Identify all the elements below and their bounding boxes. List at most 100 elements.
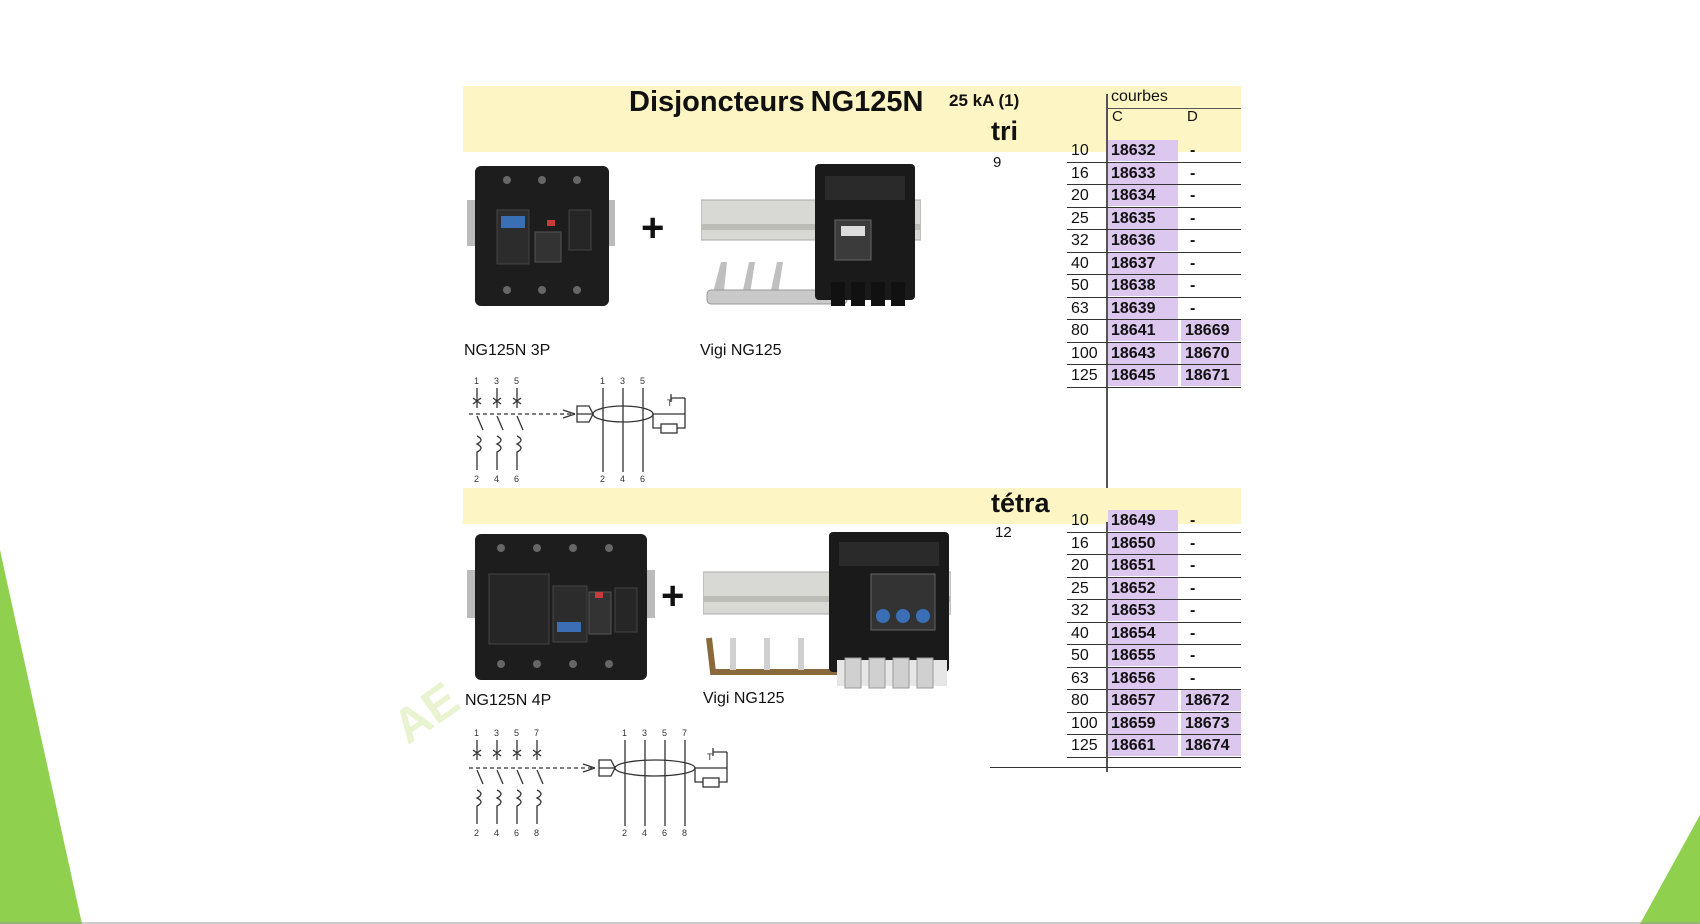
ref-d: - [1190, 209, 1196, 227]
amperage: 125 [1071, 367, 1098, 384]
terminal-bottom-6: 6 [514, 474, 519, 484]
ref-d: - [1190, 602, 1196, 619]
amperage: 50 [1071, 647, 1089, 664]
terminal-bottom-2: 2 [474, 828, 479, 838]
ref-d: - [1190, 647, 1196, 664]
ref-d: - [1190, 299, 1196, 317]
amperage: 80 [1071, 322, 1089, 339]
amperage: 25 [1071, 209, 1089, 227]
breaker-caption-tri: NG125N 3P [464, 342, 551, 359]
ref-d: - [1190, 277, 1196, 294]
column-c-header: C [1112, 108, 1123, 125]
ref-d: 18671 [1181, 365, 1241, 386]
vigi-module-image-tri [701, 164, 921, 306]
ref-d: 18670 [1181, 342, 1241, 364]
amperage: 16 [1071, 164, 1089, 182]
title-model: NG125N [810, 86, 924, 118]
breaker-4p-image [467, 534, 655, 680]
title-text: Disjoncteurs [629, 86, 805, 118]
poles-tri: 9 [993, 154, 1002, 171]
column-d-header: D [1187, 108, 1198, 125]
terminal-bottom-8: 8 [534, 828, 539, 838]
amperage: 40 [1071, 254, 1089, 272]
table-row: 16 18633- [1067, 162, 1241, 185]
ref-c: 18661 [1108, 735, 1178, 756]
amperage: 20 [1071, 557, 1089, 574]
test-label: T [707, 752, 713, 762]
amperage: 32 [1071, 602, 1089, 619]
right-green-accent [1640, 815, 1700, 924]
plus-sign-tetra: + [661, 574, 685, 618]
amperage: 25 [1071, 579, 1089, 597]
vigi-terminal-bottom-2: 2 [622, 828, 627, 838]
amperage: 63 [1071, 669, 1089, 687]
ref-c: 18651 [1108, 555, 1178, 576]
ref-c: 18632 [1108, 140, 1178, 161]
terminal-bottom-2: 2 [474, 474, 479, 484]
vigi-terminal-top-1: 1 [622, 728, 627, 738]
section-title-tetra: tétra [991, 488, 1050, 518]
ref-c: 18650 [1108, 532, 1178, 554]
vigi-terminal-bottom-4: 4 [642, 828, 647, 838]
test-label: T [667, 398, 673, 408]
vigi-caption-tetra: Vigi NG125 [703, 690, 785, 707]
vigi-caption-tri: Vigi NG125 [700, 342, 782, 359]
terminal-bottom-4: 4 [494, 474, 499, 484]
ref-d: - [1190, 164, 1196, 182]
ref-d: - [1190, 142, 1196, 159]
ref-c: 18639 [1108, 297, 1178, 319]
terminal-top-3: 3 [494, 376, 499, 386]
ref-d: 18672 [1181, 690, 1241, 711]
terminal-top-3: 3 [494, 728, 499, 738]
terminal-bottom-6: 6 [514, 828, 519, 838]
vigi-terminal-top-3: 3 [620, 376, 625, 386]
curves-label: courbes [1111, 88, 1168, 105]
vigi-module-image-tetra [703, 532, 951, 689]
vigi-terminal-top-1: 1 [600, 376, 605, 386]
amperage: 10 [1071, 512, 1089, 529]
left-green-accent [0, 550, 82, 924]
ref-c: 18652 [1108, 577, 1178, 599]
header-rule [1107, 108, 1241, 109]
vigi-terminal-bottom-6: 6 [640, 474, 645, 484]
terminal-top-5: 5 [514, 376, 519, 386]
breaker-caption-tetra: NG125N 4P [465, 692, 552, 709]
ref-d: - [1190, 232, 1196, 249]
ref-c: 18633 [1108, 162, 1178, 184]
amperage: 100 [1071, 714, 1098, 732]
vigi-terminal-top-5: 5 [640, 376, 645, 386]
ref-d: - [1190, 624, 1196, 642]
section-title-tri: tri [991, 116, 1018, 146]
terminal-top-1: 1 [474, 728, 479, 738]
ref-d: - [1190, 254, 1196, 272]
amperage: 10 [1071, 142, 1089, 159]
vigi-terminal-top-5: 5 [662, 728, 667, 738]
breaker-3p-image [467, 166, 615, 306]
ref-c: 18636 [1108, 230, 1178, 251]
amperage: 16 [1071, 534, 1089, 552]
column-divider [1106, 94, 1108, 496]
vigi-terminal-bottom-8: 8 [682, 828, 687, 838]
